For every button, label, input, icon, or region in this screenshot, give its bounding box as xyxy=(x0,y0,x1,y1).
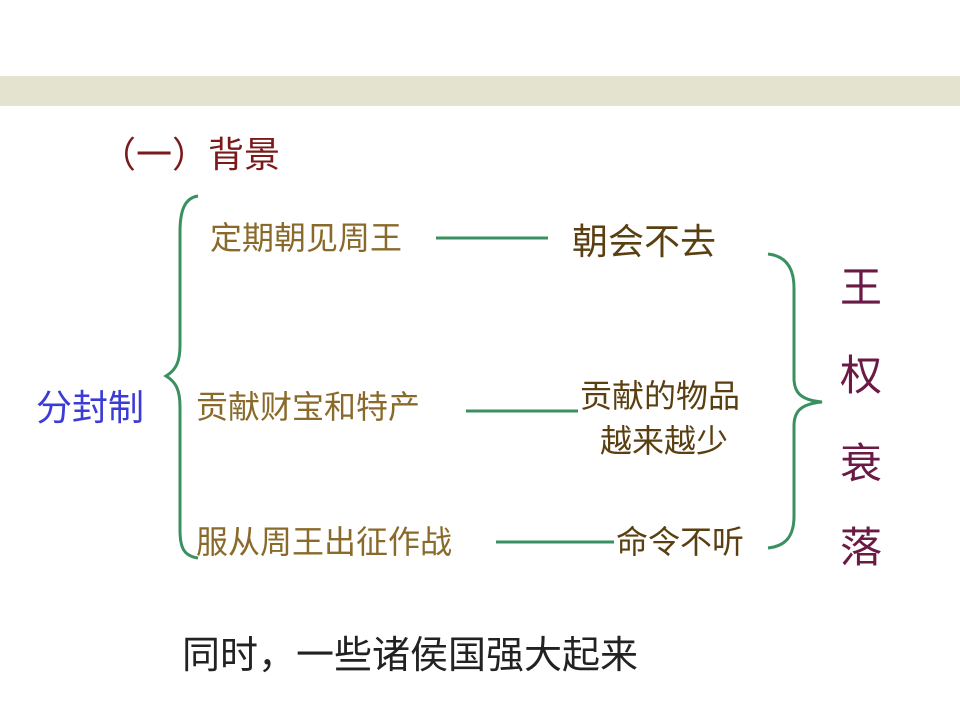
root-node-feudal-system: 分封制 xyxy=(36,388,145,429)
obligation-audience: 定期朝见周王 xyxy=(210,219,403,257)
result-military-service: 命令不听 xyxy=(616,523,745,561)
footer-statement: 同时，一些诸侯国强大起来 xyxy=(182,633,639,677)
obligation-military-service: 服从周王出征作战 xyxy=(196,523,453,561)
conclusion-char: 衰 xyxy=(840,439,883,488)
obligation-tribute: 贡献财宝和特产 xyxy=(196,388,421,426)
conclusion-char: 王 xyxy=(840,263,883,312)
section-heading: （一）背景 xyxy=(100,135,281,176)
result-tribute-line-1: 贡献的物品 xyxy=(580,377,741,415)
result-audience: 朝会不去 xyxy=(572,222,717,263)
result-tribute-line-2: 越来越少 xyxy=(600,422,729,460)
conclusion-char: 落 xyxy=(840,523,883,572)
conclusion-char: 权 xyxy=(840,351,883,400)
header-band xyxy=(0,76,960,106)
left-brace xyxy=(163,194,199,560)
right-brace xyxy=(767,252,823,550)
